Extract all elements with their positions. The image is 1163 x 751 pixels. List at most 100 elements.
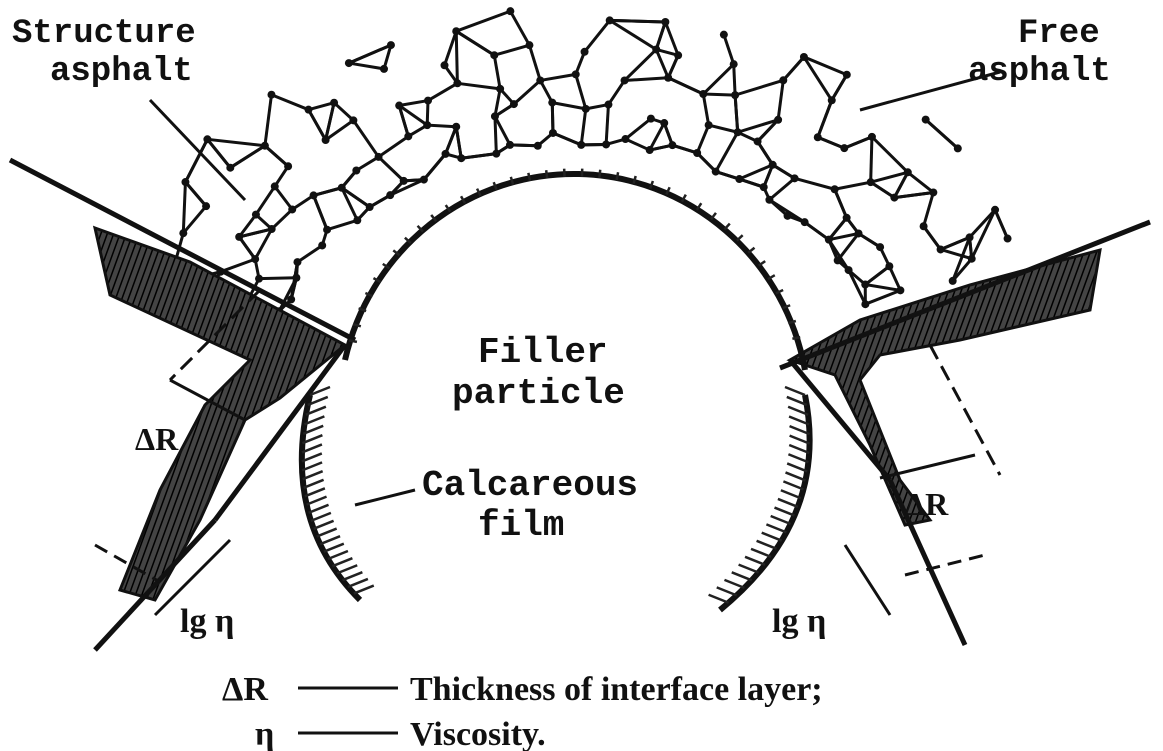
network-link xyxy=(183,182,185,233)
network-link xyxy=(894,192,933,197)
network-node xyxy=(491,112,499,120)
network-link xyxy=(872,137,908,172)
film-hatch-tick xyxy=(349,340,357,341)
network-node xyxy=(582,105,590,113)
network-link xyxy=(665,22,678,55)
network-node xyxy=(712,168,720,176)
network-link xyxy=(510,11,529,45)
network-node xyxy=(845,266,853,274)
network-link xyxy=(256,186,275,214)
network-link xyxy=(427,125,456,127)
network-node xyxy=(453,79,461,87)
film-hatch-tick xyxy=(332,558,352,566)
network-node xyxy=(577,141,585,149)
network-node xyxy=(954,144,962,152)
network-link xyxy=(514,80,540,104)
network-link xyxy=(495,116,496,153)
film-hatch-tick xyxy=(709,595,729,603)
network-link xyxy=(703,94,735,95)
network-node xyxy=(420,176,428,184)
film-hatch-tick xyxy=(309,505,329,513)
network-node xyxy=(380,65,388,73)
network-link xyxy=(379,157,404,181)
network-link xyxy=(697,125,709,153)
network-link xyxy=(668,78,703,94)
network-node xyxy=(226,164,234,172)
network-link xyxy=(585,20,610,51)
network-node xyxy=(937,245,945,253)
film-hatch-tick xyxy=(307,497,327,505)
network-link xyxy=(924,192,934,226)
film-hatch-tick xyxy=(766,524,786,532)
network-node xyxy=(843,214,851,222)
network-node xyxy=(548,99,556,107)
network-node xyxy=(825,236,833,244)
delta-r-left-label: ΔR xyxy=(135,421,179,457)
network-link xyxy=(608,80,624,104)
network-link xyxy=(924,226,941,249)
network-link xyxy=(271,95,308,110)
network-link xyxy=(835,189,847,218)
network-node xyxy=(765,196,773,204)
network-link xyxy=(445,31,457,65)
filler-particle-label-line1: Filler xyxy=(478,332,608,373)
network-node xyxy=(452,27,460,35)
network-node xyxy=(441,61,449,69)
network-node xyxy=(203,135,211,143)
network-link xyxy=(456,127,461,159)
film-hatch-tick xyxy=(302,462,322,470)
network-node xyxy=(664,74,672,82)
network-node xyxy=(760,183,768,191)
network-link xyxy=(735,95,738,132)
network-link xyxy=(805,222,829,239)
network-node xyxy=(400,177,408,185)
network-node xyxy=(345,59,353,67)
network-node xyxy=(668,141,676,149)
network-link xyxy=(185,182,206,206)
network-node xyxy=(876,243,884,251)
network-node xyxy=(251,255,259,263)
right-outer-boundary-line xyxy=(780,222,1150,368)
lg-eta-left-label: lg η xyxy=(180,603,234,640)
film-hatch-tick xyxy=(528,173,530,181)
network-link xyxy=(553,133,581,145)
network-node xyxy=(693,149,701,157)
network-link xyxy=(581,109,586,145)
film-hatch-tick xyxy=(546,170,547,178)
network-node xyxy=(814,133,822,141)
network-link xyxy=(510,145,538,146)
network-link xyxy=(871,137,872,182)
network-node xyxy=(255,275,263,283)
network-node xyxy=(834,256,842,264)
network-link xyxy=(457,83,500,89)
network-link xyxy=(265,95,272,146)
network-node xyxy=(705,121,713,129)
network-node xyxy=(929,188,937,196)
legend-symbol-delta-r: ΔR xyxy=(222,671,268,708)
right-calcareous-film-edge xyxy=(720,395,810,610)
network-node xyxy=(966,233,974,241)
network-node xyxy=(621,76,629,84)
network-node xyxy=(968,255,976,263)
network-link xyxy=(461,154,496,159)
network-node xyxy=(353,216,361,224)
network-node xyxy=(606,16,614,24)
network-node xyxy=(452,123,460,131)
network-link xyxy=(972,210,995,259)
network-node xyxy=(395,102,403,110)
film-hatch-tick xyxy=(328,551,348,559)
legend-symbol-eta: η xyxy=(255,716,274,751)
network-link xyxy=(865,285,900,291)
network-link xyxy=(758,141,773,164)
network-node xyxy=(734,128,742,136)
network-link xyxy=(552,103,585,109)
network-node xyxy=(181,178,189,186)
network-node xyxy=(867,178,875,186)
network-node xyxy=(268,225,276,233)
network-node xyxy=(536,76,544,84)
network-node xyxy=(423,121,431,129)
network-node xyxy=(652,45,660,53)
legend: ΔR Thickness of interface layer; η Visco… xyxy=(222,671,823,751)
network-node xyxy=(581,48,589,56)
left-calcareous-film-edge xyxy=(302,395,360,600)
